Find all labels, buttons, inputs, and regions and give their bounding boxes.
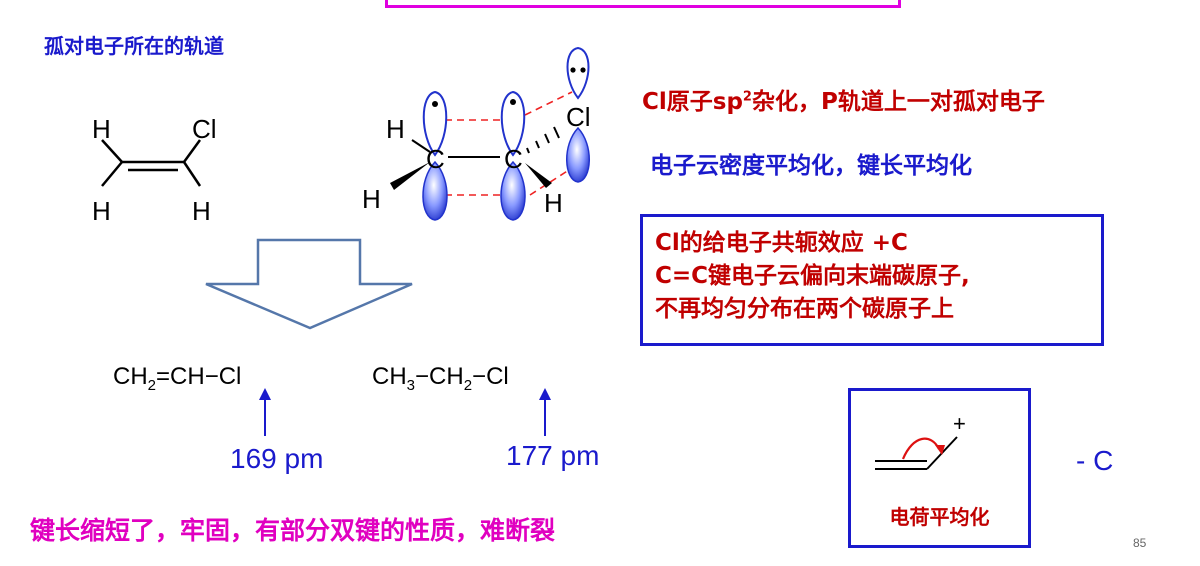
bond-length-vinyl: 169 pm: [230, 443, 324, 474]
atom-h-bottom-right: H: [192, 196, 211, 226]
formula-ethyl-part-1: CH: [372, 363, 407, 390]
cl-lower-lobe: [566, 126, 590, 183]
pointer-arrow-vinyl: [259, 388, 271, 436]
allyl-cation-sketch: +: [875, 411, 966, 470]
effect-line-2: C=C键电子云偏向末端碳原子,: [655, 263, 970, 289]
orbital-atom-h-bottom-right: H: [544, 188, 563, 218]
positive-charge: +: [953, 411, 966, 436]
orbital-atom-c1: C: [426, 144, 445, 174]
curved-arrow: [901, 437, 940, 460]
c1-lower-lobe: [422, 160, 448, 221]
formula-ethyl-chloride: CH3−CH2−Cl: [372, 363, 509, 394]
formula-vinyl-chloride: CH2=CH−Cl: [113, 363, 241, 394]
bond-c-h-bottom-right: [182, 161, 202, 187]
cl-upper-lobe: [566, 46, 590, 100]
formula-vinyl-part-2: =CH−Cl: [156, 363, 242, 390]
atom-h-top-left: H: [92, 114, 111, 144]
charge-label: 电荷平均化: [889, 505, 990, 529]
bond-c-cl: [182, 139, 202, 163]
effect-line-1: Cl的给电子共轭效应 +C: [655, 230, 908, 256]
atom-cl: Cl: [192, 114, 217, 144]
electron-c1: [432, 101, 438, 107]
curved-arrow-head: [935, 445, 945, 455]
explanation-line-1-suffix: 杂化，P轨道上一对孤对电子: [751, 89, 1045, 115]
section-heading: 孤对电子所在的轨道: [44, 34, 224, 58]
bond-h-c-bottom-left: [101, 161, 123, 187]
hashed-bond-c2-cl: [526, 126, 560, 154]
title-box-fragment: [385, 0, 901, 8]
c2-upper-lobe: [500, 90, 526, 157]
explanation-line-1-prefix: Cl原子sp: [642, 89, 743, 115]
explanation-line-2: 电子云密度平均化，键长平均化: [650, 153, 972, 179]
orbital-overlap-dashes: [445, 91, 573, 196]
explanation-line-1: Cl原子sp2杂化，P轨道上一对孤对电子: [642, 82, 1045, 116]
bond-c1-h-left: [411, 139, 431, 153]
explanation-line-1-sup: 2: [742, 89, 752, 105]
wedge-c1-h: [390, 162, 430, 190]
c1-upper-lobe: [422, 90, 448, 157]
orbital-atom-cl: Cl: [566, 102, 591, 132]
conclusion-text: 键长缩短了，牢固，有部分双键的性质，难断裂: [30, 516, 556, 545]
charge-delocalization-box: + 电荷平均化: [848, 388, 1031, 548]
formula-ethyl-sub-1: 3: [406, 376, 416, 394]
bond-length-ethyl: 177 pm: [506, 440, 600, 471]
c2-lower-lobe: [500, 160, 526, 221]
orbital-atom-h-bottom-left: H: [362, 184, 381, 214]
down-arrow: [205, 238, 413, 330]
formula-ethyl-part-2: −CH: [415, 363, 464, 390]
electron-c2: [510, 99, 516, 105]
vinyl-chloride-structure: H Cl H H: [92, 114, 217, 226]
down-arrow-shape: [205, 238, 413, 330]
lone-pair-electron-2: [580, 67, 586, 73]
orbital-atom-h-left: H: [386, 114, 405, 144]
formula-ethyl-sub-2: 2: [463, 376, 473, 394]
atom-h-bottom-left: H: [92, 196, 111, 226]
effect-line-3: 不再均匀分布在两个碳原子上: [655, 296, 954, 322]
page-number: 85: [1133, 536, 1147, 550]
formula-ethyl-part-3: −Cl: [472, 363, 509, 390]
orbital-atom-c2: C: [504, 144, 523, 174]
bond-h-c-top-left: [101, 139, 123, 163]
formula-vinyl-sub-1: 2: [147, 376, 157, 394]
lone-pair-electron-1: [570, 67, 576, 73]
formula-vinyl-part-1: CH: [113, 363, 148, 390]
wedge-c2-h: [525, 163, 552, 188]
p-orbital-diagram: H C C Cl H H: [362, 46, 591, 221]
pointer-arrow-ethyl: [539, 388, 551, 436]
minus-c-label: - C: [1076, 445, 1114, 476]
conjugation-effect-box: Cl的给电子共轭效应 +C C=C键电子云偏向末端碳原子, 不再均匀分布在两个碳…: [640, 214, 1104, 346]
